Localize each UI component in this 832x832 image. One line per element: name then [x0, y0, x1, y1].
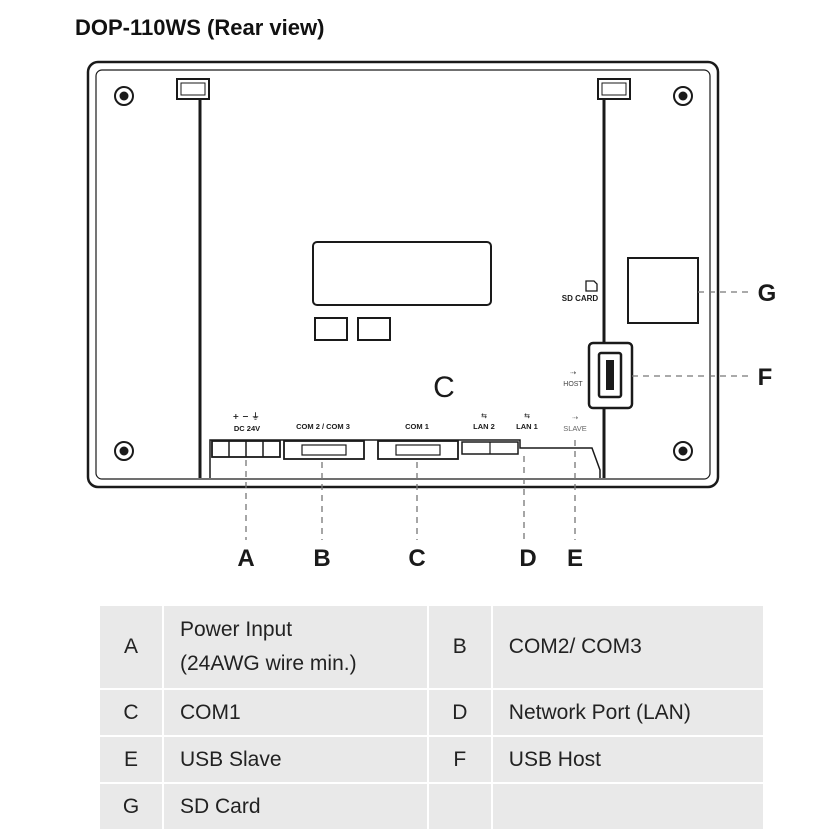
com1-label: COM 1 — [405, 422, 429, 431]
dip-switch-left — [314, 317, 348, 341]
power-symbols: + − ⏚ — [233, 412, 260, 421]
top-clip-right-inner — [601, 82, 627, 96]
legend-value: USB Host — [490, 735, 766, 784]
power-label: DC 24V — [234, 424, 260, 433]
com23-label: COM 2 / COM 3 — [296, 422, 350, 431]
callout-g: G — [758, 280, 777, 307]
label-window — [312, 241, 492, 306]
legend-table: A Power Input (24AWG wire min.) B COM2/ … — [98, 604, 766, 831]
legend-key: F — [426, 735, 493, 784]
page-title: DOP-110WS (Rear view) — [75, 15, 325, 40]
legend-value: Network Port (LAN) — [490, 688, 766, 737]
legend-value — [490, 782, 766, 831]
usb-host-label: HOST — [563, 381, 583, 388]
legend-value: Power Input (24AWG wire min.) — [162, 604, 429, 690]
lan2-label: LAN 2 — [473, 422, 495, 431]
lan-connectors — [461, 441, 519, 455]
power-terminal — [211, 440, 281, 458]
dip-switch-right — [357, 317, 391, 341]
legend-key — [426, 782, 493, 831]
screw-icon-bottom-left — [114, 441, 134, 461]
screw-icon-bottom-right — [673, 441, 693, 461]
legend-key: G — [98, 782, 164, 831]
legend-value: SD Card — [162, 782, 429, 831]
legend-row: E USB Slave F USB Host — [98, 735, 766, 784]
lan2-icon: ⇆ — [481, 412, 487, 420]
sd-card-slot — [627, 257, 699, 324]
com23-connector — [283, 440, 365, 460]
rear-view-diagram: SD CARD ⇢ HOST + − ⏚ DC 24V COM 2 / COM … — [86, 60, 777, 572]
lan1-icon: ⇆ — [524, 412, 530, 420]
top-clip-left-inner — [180, 82, 206, 96]
legend-value: USB Slave — [162, 735, 429, 784]
legend-row: A Power Input (24AWG wire min.) B COM2/ … — [98, 604, 766, 690]
top-clip-right — [597, 78, 631, 100]
top-clip-left — [176, 78, 210, 100]
screw-icon-top-right — [673, 86, 693, 106]
legend-row: G SD Card — [98, 782, 766, 831]
center-letter: C — [433, 371, 455, 404]
com1-connector — [377, 440, 459, 460]
housing-inner — [95, 69, 711, 480]
legend-key: B — [426, 604, 493, 690]
callout-e: E — [567, 545, 583, 572]
legend-value-line1: Power Input — [180, 618, 293, 641]
callout-b: B — [313, 545, 330, 572]
callout-f: F — [758, 364, 773, 391]
sd-card-icon — [585, 280, 598, 292]
legend-value-line2: (24AWG wire min.) — [180, 652, 357, 675]
sd-card-label: SD CARD — [562, 294, 599, 303]
legend-value: COM1 — [162, 688, 429, 737]
usb-host-icon: ⇢ — [570, 369, 576, 377]
legend-key: E — [98, 735, 164, 784]
callout-c: C — [408, 545, 425, 572]
usb-slave-label: SLAVE — [563, 424, 587, 433]
lan1-label: LAN 1 — [516, 422, 538, 431]
legend-value: COM2/ COM3 — [490, 604, 766, 690]
usb-host-port-tongue — [606, 360, 614, 390]
legend-key: C — [98, 688, 164, 737]
legend-key: A — [98, 604, 164, 690]
legend-row: C COM1 D Network Port (LAN) — [98, 688, 766, 737]
callout-a: A — [237, 545, 254, 572]
connector-strip — [209, 439, 601, 478]
callout-d: D — [519, 545, 536, 572]
usb-slave-icon: ⇢ — [572, 414, 578, 422]
legend-key: D — [426, 688, 493, 737]
screw-icon-top-left — [114, 86, 134, 106]
